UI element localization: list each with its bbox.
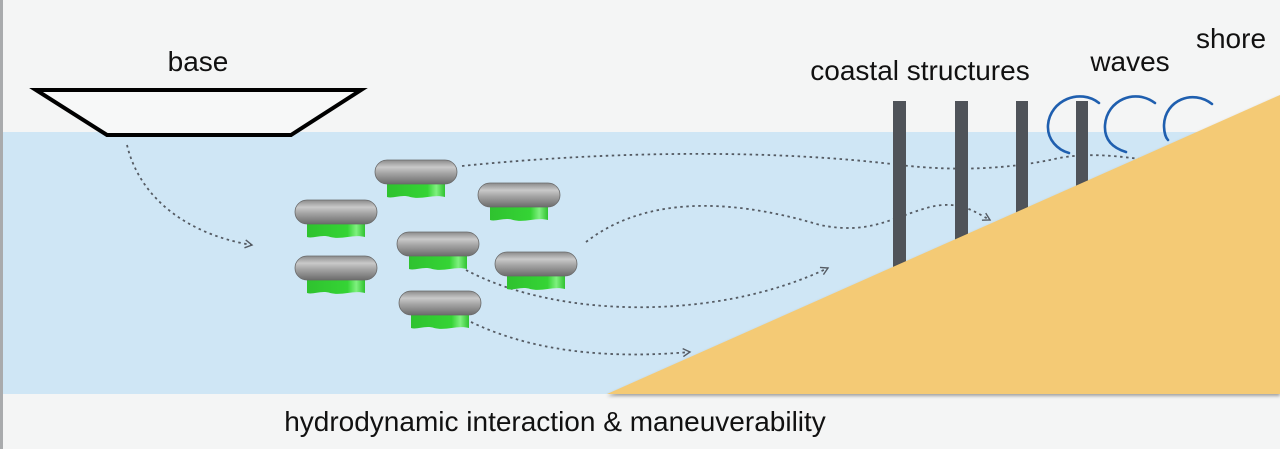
wave-icon [1046,95,1101,155]
deployment-path [126,144,254,249]
robot-vehicle [294,255,378,294]
coastal-structure-pillar [955,101,968,241]
robot-fins [409,255,467,270]
robot-vehicle [477,182,561,221]
robot-vehicle [398,290,482,329]
path-mid [465,266,830,309]
robot-vehicle [294,199,378,238]
robot-fins [490,206,548,221]
label-shore: shore [1196,23,1266,54]
label-coastal-structures: coastal structures [810,55,1029,86]
robot-vehicle [494,251,578,290]
caption: hydrodynamic interaction & maneuverabili… [284,406,826,437]
label-base: base [168,46,229,77]
robot-body [494,251,578,277]
shore-slope [607,95,1280,394]
robot-body [396,231,480,257]
path-to-structures [585,203,992,243]
coastal-structure-pillar [1016,101,1028,215]
coastal-structure-pillar [1076,101,1088,187]
base-vessel [29,88,368,137]
wave-icon [1162,95,1214,142]
robot-fins [307,279,365,294]
robot-fins [411,314,469,329]
robot-body [477,182,561,208]
robot-vehicle [396,231,480,270]
label-waves: waves [1089,46,1169,77]
left-edge [0,0,3,449]
coastal-structure-pillar [893,101,906,267]
robot-body [374,159,458,185]
path-to-waves [461,152,1164,170]
wave-icon [1103,95,1157,154]
robot-vehicle [374,159,458,198]
robot-body [294,199,378,225]
robot-fins [307,223,365,238]
robot-body [294,255,378,281]
robot-fins [387,183,445,198]
robot-body [398,290,482,316]
robot-fins [507,275,565,290]
